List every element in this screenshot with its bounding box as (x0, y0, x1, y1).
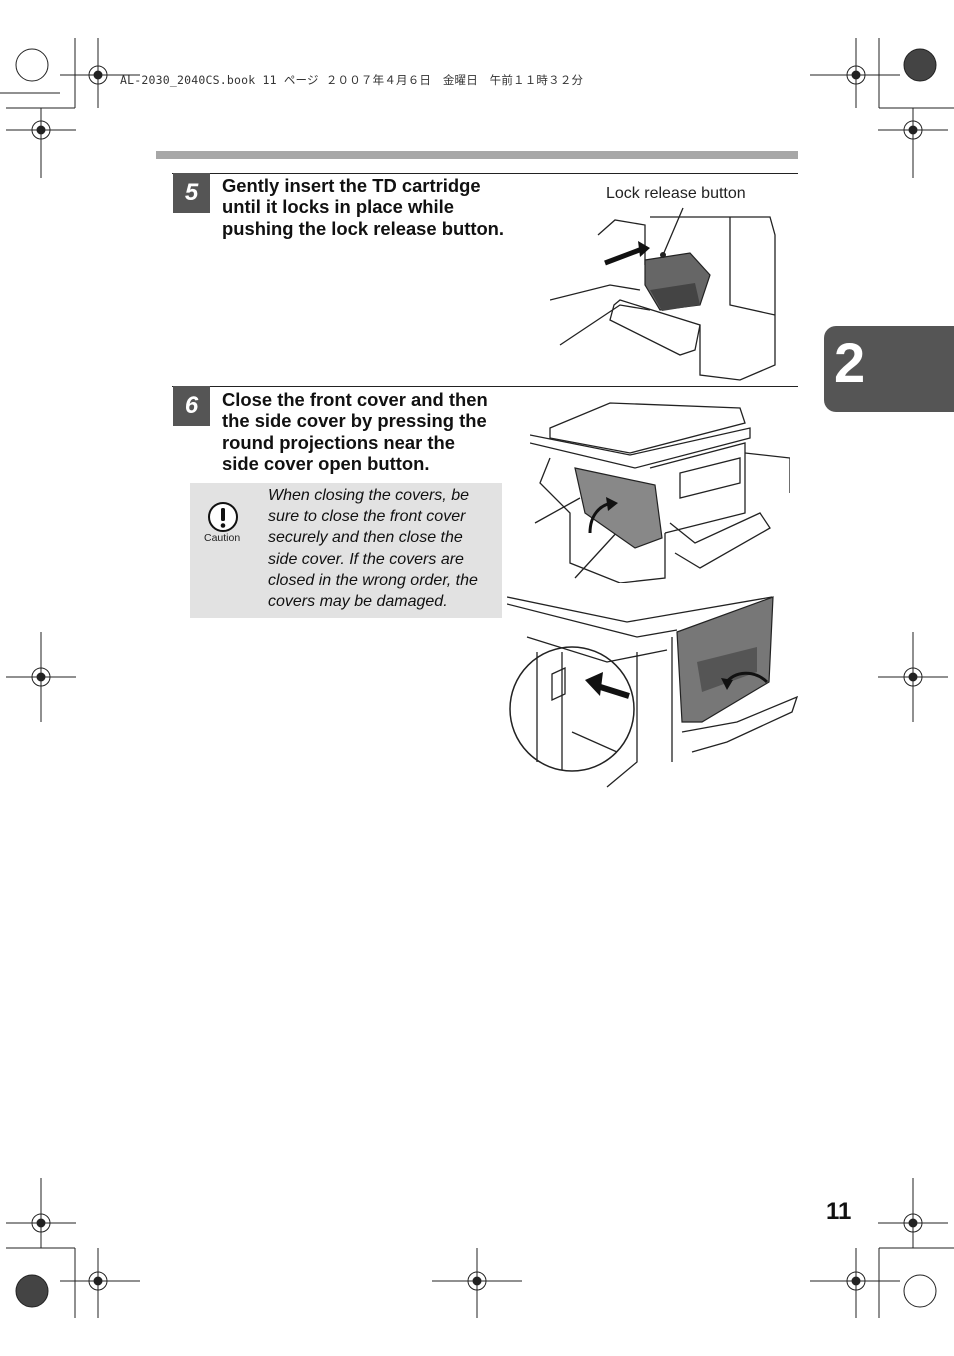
step-6-title-line: round projections near the (222, 431, 455, 453)
caution-text: When closing the covers, be sure to clos… (268, 485, 500, 612)
page-number: 11 (826, 1198, 852, 1225)
caution-line: covers may be damaged. (268, 593, 448, 611)
step-5-title-line: until it locks in place while (222, 196, 454, 218)
close-side-cover-illustration (507, 596, 799, 788)
caution-line: sure to close the front cover (268, 508, 466, 526)
step-5-rule (172, 173, 798, 174)
step-6-rule (172, 386, 798, 387)
step-6-number: 6 (173, 386, 210, 426)
step-6-title: Close the front cover and then the side … (222, 389, 522, 475)
caution-line: closed in the wrong order, the (268, 571, 478, 589)
caution-box (190, 483, 502, 618)
exclamation-circle-icon (208, 502, 238, 532)
caution-line: securely and then close the (268, 529, 463, 547)
step-5-number: 5 (173, 173, 210, 213)
lock-release-callout: Lock release button (606, 185, 746, 202)
step-5-title-line: Gently insert the TD cartridge (222, 175, 481, 196)
cartridge-insert-illustration (550, 207, 776, 381)
file-info-header: AL-2030_2040CS.book 11 ページ ２００７年４月６日 金曜日… (120, 73, 584, 87)
chapter-tab (824, 326, 954, 412)
step-6-title-line: the side cover by pressing the (222, 410, 487, 432)
step-6-title-line: side cover open button. (222, 453, 430, 475)
chapter-tab-number: 2 (834, 331, 866, 394)
step-5-title: Gently insert the TD cartridge until it … (222, 175, 522, 239)
step-5-title-line: pushing the lock release button. (222, 217, 505, 239)
section-top-bar (156, 151, 798, 159)
caution-line: side cover. If the covers are (268, 550, 464, 568)
caution-line: When closing the covers, be (268, 487, 469, 504)
step-6-title-line: Close the front cover and then (222, 389, 488, 410)
caution-label: Caution (204, 532, 241, 544)
close-front-cover-illustration (530, 402, 790, 583)
